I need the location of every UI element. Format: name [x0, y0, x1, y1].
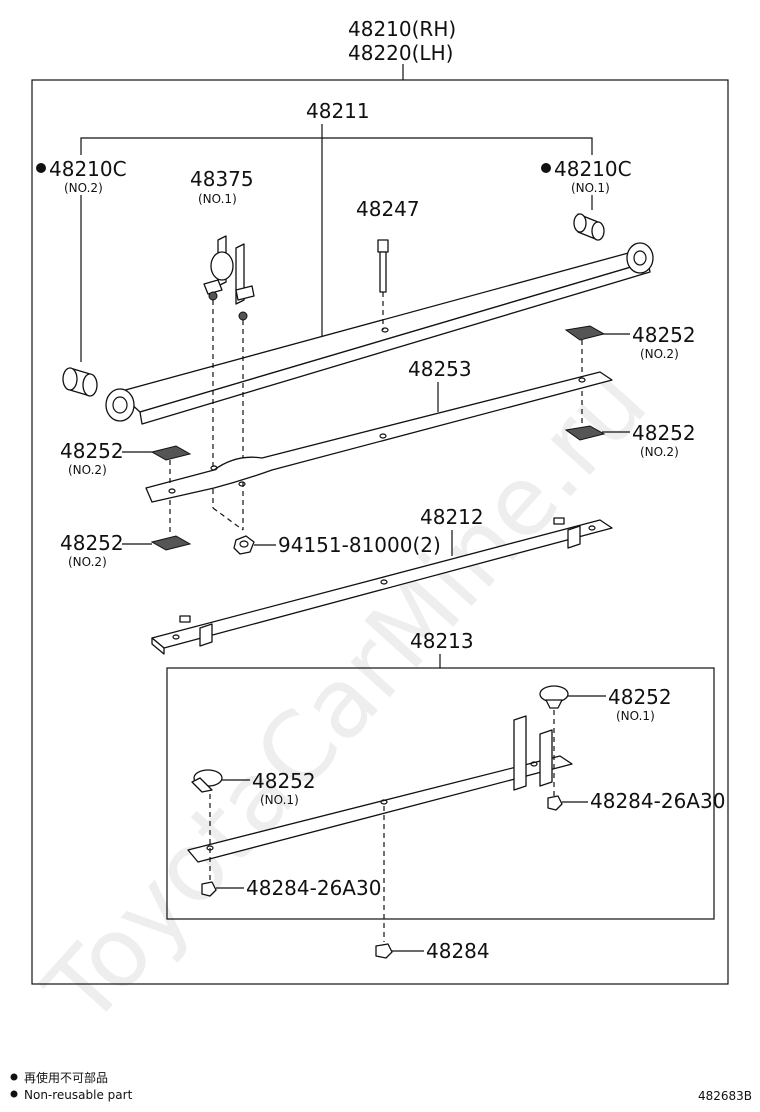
- leaf-main-bracket: [80, 137, 593, 155]
- pad-right-bottom-part[interactable]: [564, 425, 606, 441]
- pad-right-bottom-sub: (NO.2): [640, 445, 679, 459]
- pad-left-top-label[interactable]: 48252: [60, 439, 124, 463]
- pad-left-top-sub: (NO.2): [68, 463, 107, 477]
- legend-dot-2: [10, 1090, 18, 1098]
- pad-right-top-label[interactable]: 48252: [632, 323, 696, 347]
- leaf-third-label[interactable]: 48212: [420, 505, 484, 529]
- nut-bottom-part[interactable]: [375, 943, 393, 959]
- bumper-right-sub: (NO.1): [616, 709, 655, 723]
- legend-dot-1: [10, 1073, 18, 1081]
- pad-left-top-part[interactable]: [150, 445, 192, 461]
- small-nut-label[interactable]: 94151-81000(2): [278, 533, 441, 557]
- clip-sub: (NO.1): [198, 192, 237, 206]
- leaf-second-label[interactable]: 48253: [408, 357, 472, 381]
- pad-right-top-sub: (NO.2): [640, 347, 679, 361]
- leaf-main-part[interactable]: [105, 242, 654, 425]
- pad-right-bottom-label[interactable]: 48252: [632, 421, 696, 445]
- bushing-left-label[interactable]: 48210C: [49, 157, 127, 181]
- nut-right-label[interactable]: 48284-26A30: [590, 789, 725, 813]
- leaf-fourth-frame: [166, 667, 715, 920]
- nut-left-part[interactable]: [201, 881, 217, 897]
- pad-right-top-part[interactable]: [564, 325, 606, 341]
- nut-bottom-label[interactable]: 48284: [426, 939, 490, 963]
- leaf-third-part[interactable]: [151, 517, 613, 655]
- assembly-rh-label[interactable]: 48210(RH): [348, 17, 456, 41]
- nut-left-label[interactable]: 48284-26A30: [246, 876, 381, 900]
- bumper-right-label[interactable]: 48252: [608, 685, 672, 709]
- leaf-second-part[interactable]: [145, 371, 613, 503]
- non-reusable-dot-right: [541, 163, 551, 173]
- bumper-left-label[interactable]: 48252: [252, 769, 316, 793]
- leaf-fourth-part[interactable]: [187, 715, 573, 863]
- center-bolt-label[interactable]: 48247: [356, 197, 420, 221]
- diagram-id: 482683B: [698, 1089, 752, 1103]
- bushing-left-part[interactable]: [62, 367, 98, 397]
- legend-line-2: Non-reusable part: [24, 1088, 133, 1102]
- leaf-main-label[interactable]: 48211: [306, 99, 370, 123]
- bushing-right-sub: (NO.1): [571, 181, 610, 195]
- non-reusable-dot-left: [36, 163, 46, 173]
- center-bolt-part[interactable]: [377, 239, 389, 293]
- bumper-right-part[interactable]: [539, 685, 569, 709]
- pad-left-bottom-part[interactable]: [150, 535, 192, 551]
- pad-left-bottom-label[interactable]: 48252: [60, 531, 124, 555]
- clip-dash-3: [212, 507, 244, 531]
- assembly-lh-label[interactable]: 48220(LH): [348, 41, 453, 65]
- bumper-left-part[interactable]: [191, 769, 223, 793]
- leaf-fourth-label[interactable]: 48213: [410, 629, 474, 653]
- small-nut-part[interactable]: [233, 535, 255, 555]
- bushing-left-sub: (NO.2): [64, 181, 103, 195]
- assembly-frame: [31, 79, 729, 985]
- bushing-right-label[interactable]: 48210C: [554, 157, 632, 181]
- bumper-left-sub: (NO.1): [260, 793, 299, 807]
- bushing-right-part[interactable]: [573, 213, 605, 241]
- legend-line-1: 再使用不可部品: [24, 1070, 108, 1085]
- pad-left-bottom-sub: (NO.2): [68, 555, 107, 569]
- clip-part[interactable]: [203, 235, 255, 321]
- clip-label[interactable]: 48375: [190, 167, 254, 191]
- nut-right-part[interactable]: [547, 795, 563, 811]
